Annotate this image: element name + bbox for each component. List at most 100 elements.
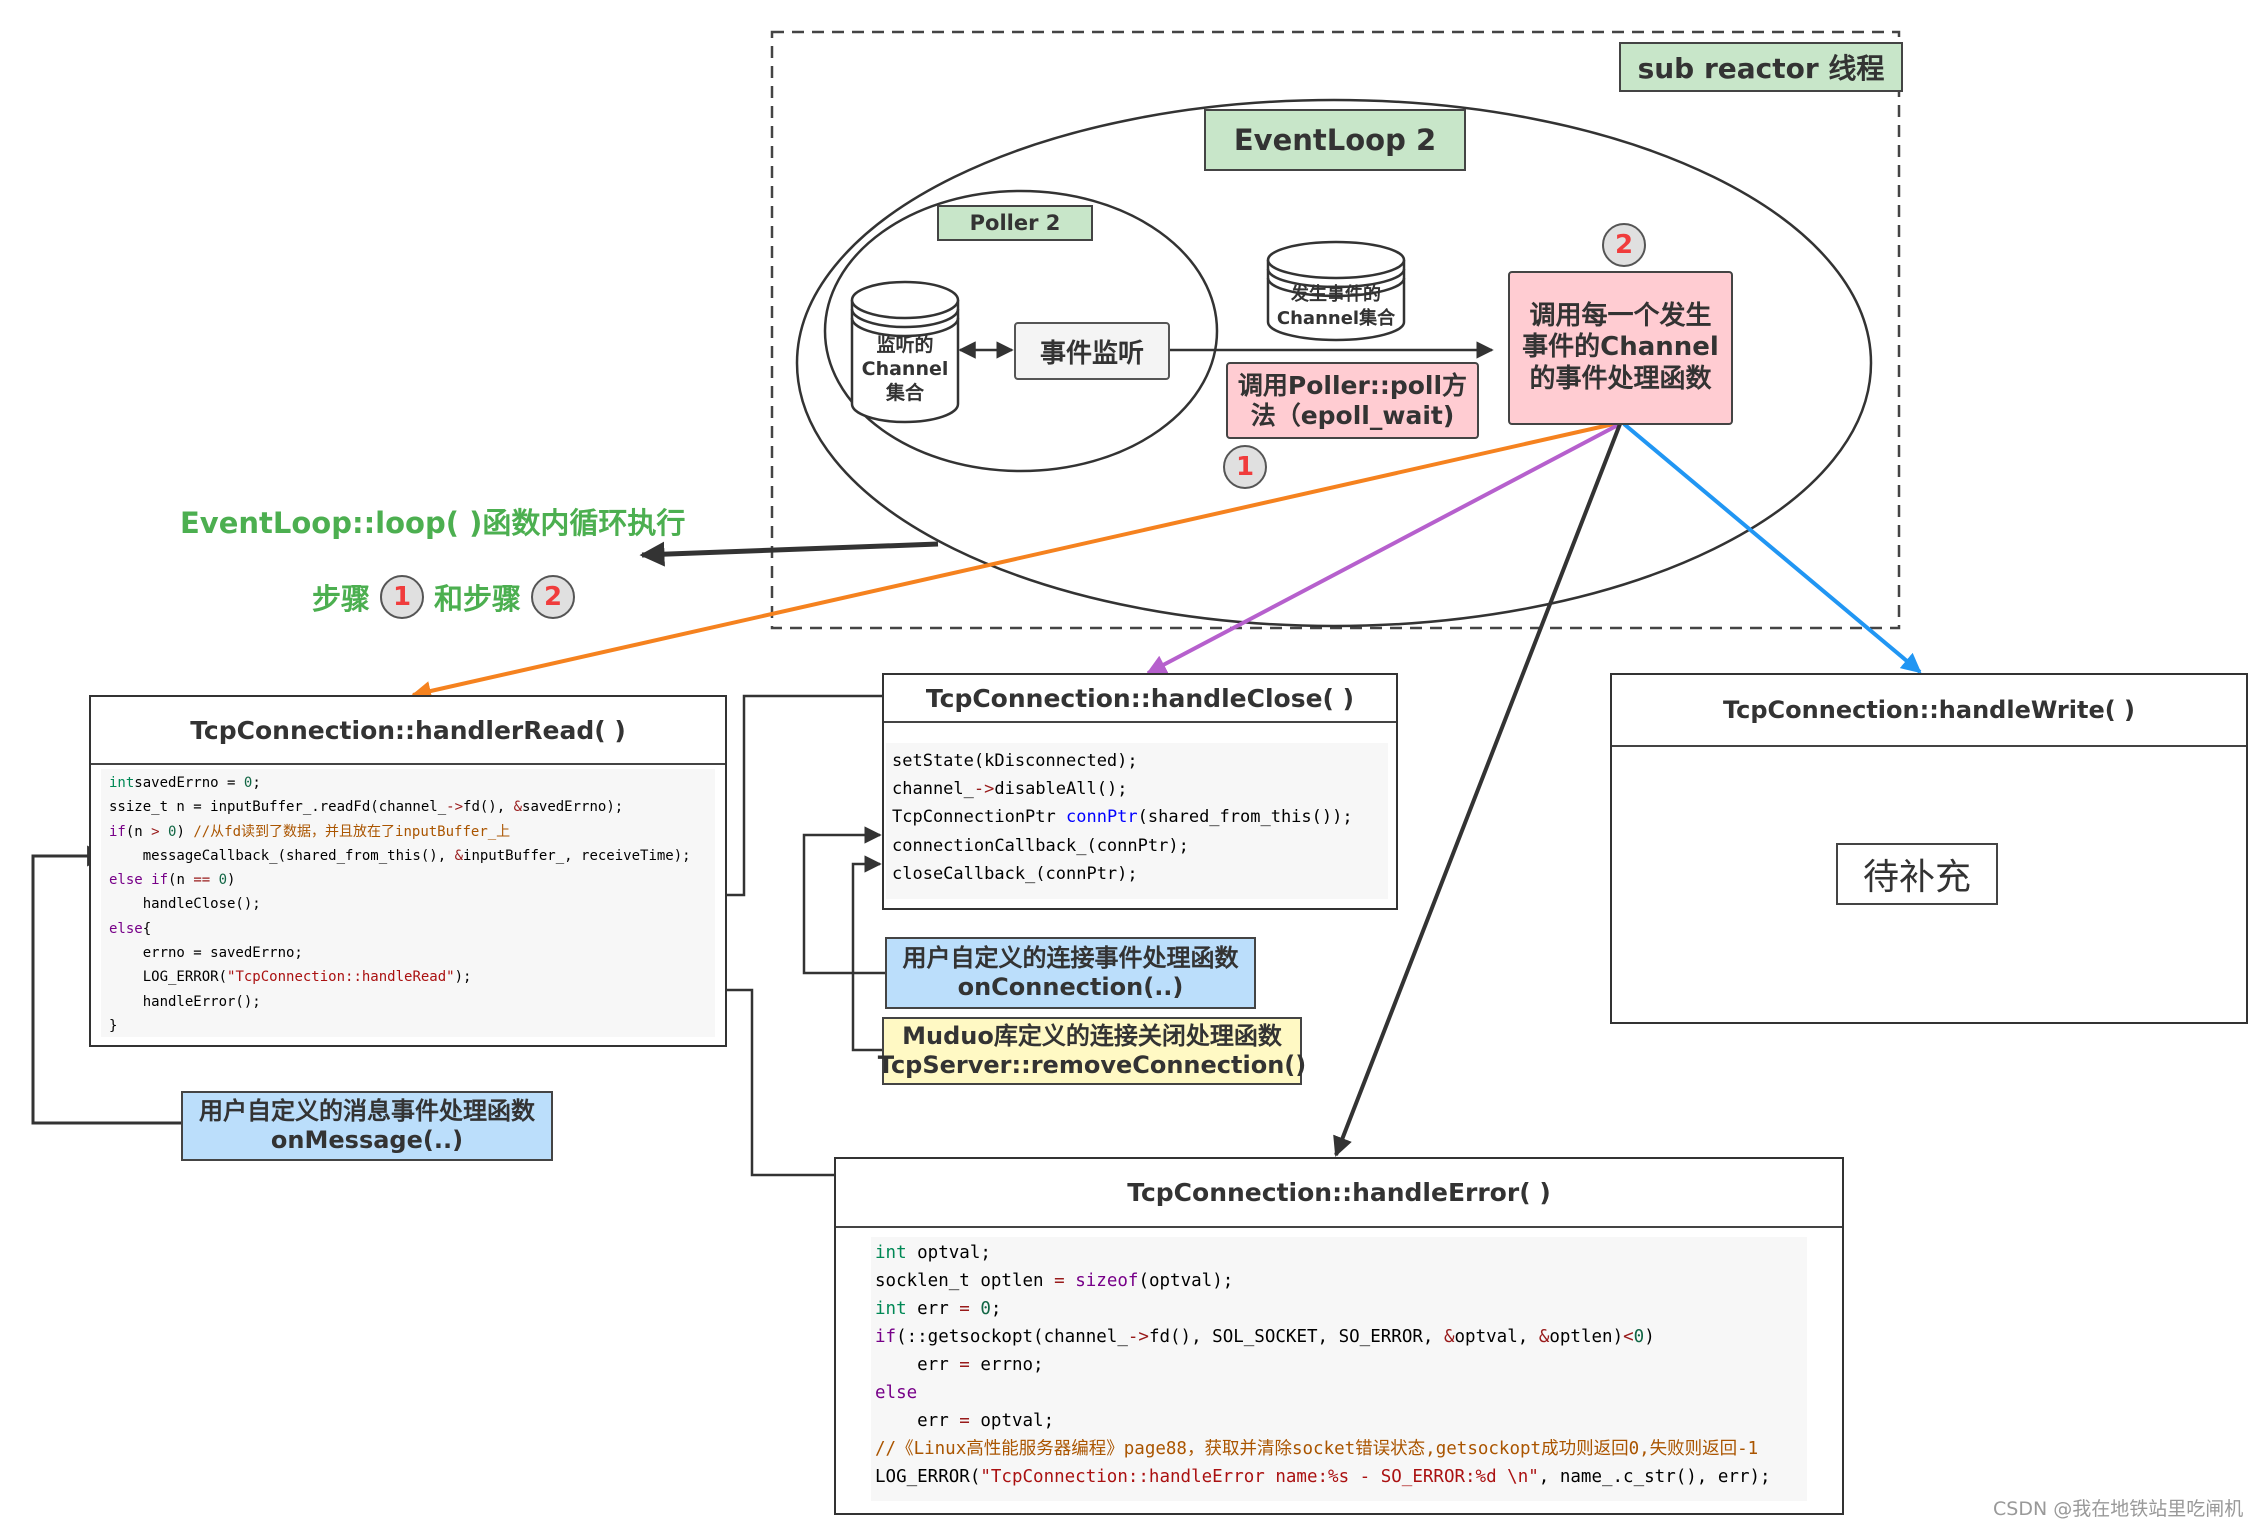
- code-token: errno = savedErrno;: [109, 945, 303, 962]
- handler-read-box: TcpConnection::handlerRead( ) intsavedEr…: [89, 695, 727, 1047]
- handle-close-box: TcpConnection::handleClose( ) setState(k…: [882, 673, 1398, 910]
- code-token: &: [1538, 1327, 1550, 1347]
- code-line: setState(kDisconnected);: [892, 747, 1382, 775]
- code-line: intsavedErrno = 0;: [109, 771, 707, 795]
- loop-step-1-badge: 1: [380, 575, 425, 619]
- code-token: =: [959, 1355, 970, 1375]
- code-token: sizeof: [1064, 1271, 1139, 1291]
- code-token: LOG_ERROR(: [109, 969, 228, 986]
- active-channel-line-2: Channel集合: [1276, 308, 1396, 329]
- code-token: socklen_t optlen: [875, 1271, 1055, 1291]
- handle-events-line-2: 事件的Channel: [1522, 332, 1719, 363]
- on-message-note: 用户自定义的消息事件处理函数 onMessage(..): [181, 1091, 553, 1161]
- code-line: int err = 0;: [875, 1295, 1803, 1323]
- code-line: err = errno;: [875, 1351, 1803, 1379]
- code-token: int: [875, 1299, 907, 1319]
- code-token: 0: [969, 1299, 991, 1319]
- code-token: &: [1443, 1327, 1455, 1347]
- code-token: (::getsockopt(channel_: [896, 1327, 1128, 1347]
- code-token: messageCallback_(shared_from_this(),: [109, 847, 455, 864]
- code-token: (n: [168, 872, 194, 889]
- handle-events-line-3: 的事件处理函数: [1529, 363, 1712, 394]
- code-line: else{: [109, 917, 707, 941]
- code-line: socklen_t optlen = sizeof(optval);: [875, 1267, 1803, 1295]
- code-line: handleClose();: [109, 892, 707, 916]
- code-line: channel_->disableAll();: [892, 775, 1382, 803]
- code-token: ssize_t n = inputBuffer_.readFd(channel_: [109, 799, 447, 816]
- code-token: 0: [1633, 1327, 1645, 1347]
- code-token: ): [227, 872, 236, 889]
- code-token: err: [906, 1299, 960, 1319]
- on-connection-line-1: 用户自定义的连接事件处理函数: [902, 944, 1239, 973]
- code-token: handleError();: [109, 993, 261, 1010]
- code-token: ;: [252, 775, 261, 791]
- code-line: LOG_ERROR("TcpConnection::handleRead");: [109, 965, 707, 989]
- code-line: errno = savedErrno;: [109, 941, 707, 965]
- remove-connection-line-1: Muduo库定义的连接关闭处理函数: [902, 1022, 1282, 1051]
- code-token: TcpConnectionPtr: [892, 807, 1066, 828]
- code-token: =: [959, 1299, 970, 1319]
- connection-callback-connector: [802, 826, 885, 975]
- code-token: 0: [159, 823, 177, 840]
- read-dispatch-arrow: [411, 421, 1619, 701]
- code-token: );: [454, 969, 472, 986]
- code-token: ->: [973, 779, 995, 800]
- code-token: "TcpConnection::handleRead": [227, 969, 455, 986]
- code-token: int: [109, 775, 135, 791]
- handle-write-title: TcpConnection::handleWrite( ): [1612, 675, 2246, 747]
- on-connection-note: 用户自定义的连接事件处理函数 onConnection(..): [885, 937, 1256, 1009]
- eventloop-label: EventLoop 2: [1204, 109, 1466, 171]
- code-token: 0: [243, 775, 253, 791]
- listened-channel-set: 监听的 Channel 集合: [852, 334, 958, 424]
- code-token: ): [1644, 1327, 1655, 1347]
- code-token: "TcpConnection::handleError name:%s - SO…: [980, 1467, 1539, 1487]
- code-token: closeCallback_(connPtr);: [892, 863, 1138, 884]
- code-token: optlen): [1549, 1327, 1624, 1347]
- code-line: }: [109, 1014, 707, 1038]
- code-token: <: [1623, 1327, 1634, 1347]
- on-connection-line-2: onConnection(..): [957, 973, 1184, 1001]
- loop-arrow: [639, 541, 939, 567]
- code-token: }: [109, 1017, 118, 1034]
- poll-call-line-2: 法（epoll_wait): [1250, 400, 1455, 430]
- handle-error-code: int optval; socklen_t optlen = sizeof(opt…: [871, 1237, 1807, 1501]
- code-line: else if(n == 0): [109, 868, 707, 892]
- code-token: LOG_ERROR(: [875, 1467, 981, 1487]
- loop-step-prefix: 步骤: [312, 582, 371, 616]
- code-line: LOG_ERROR("TcpConnection::handleError na…: [875, 1463, 1803, 1491]
- step-1-badge: 1: [1223, 445, 1267, 489]
- code-token: &: [513, 799, 523, 816]
- code-token: =: [959, 1411, 970, 1431]
- code-token: savedErrno =: [134, 775, 244, 791]
- code-token: ->: [1127, 1327, 1149, 1347]
- loop-step-2-badge: 2: [531, 575, 576, 619]
- code-line: if(n > 0) //从fd读到了数据，并且放在了inputBuffer_上: [109, 820, 707, 844]
- handle-error-title: TcpConnection::handleError( ): [836, 1159, 1842, 1228]
- watermark: CSDN @我在地铁站里吃闸机: [1993, 1498, 2244, 1520]
- poll-call-box: 调用Poller::poll方 法（epoll_wait): [1226, 362, 1479, 439]
- code-token: int: [875, 1243, 907, 1263]
- code-token: fd(),: [463, 799, 514, 816]
- code-token: ==: [193, 872, 211, 889]
- code-token: inputBuffer_, receiveTime);: [463, 847, 691, 864]
- handler-read-code: intsavedErrno = 0; ssize_t n = inputBuffe…: [101, 769, 715, 1037]
- code-token: optval;: [906, 1243, 991, 1263]
- code-token: , name_.c_str(), err);: [1538, 1467, 1771, 1487]
- code-line: TcpConnectionPtr connPtr(shared_from_thi…: [892, 803, 1382, 831]
- code-token: connPtr: [1066, 807, 1138, 828]
- code-token: optval,: [1454, 1327, 1539, 1347]
- code-token: (shared_from_this());: [1137, 807, 1353, 828]
- code-line: //《Linux高性能服务器编程》page88，获取并清除socket错误状态,…: [875, 1435, 1803, 1463]
- code-token: =: [1054, 1271, 1065, 1291]
- active-channel-set: 发生事件的 Channel集合: [1262, 284, 1410, 340]
- listened-channel-line-1: 监听的: [876, 334, 934, 356]
- loop-note-steps: 步骤 1 和步骤 2: [312, 572, 576, 622]
- code-line: connectionCallback_(connPtr);: [892, 832, 1382, 860]
- active-channel-line-1: 发生事件的: [1291, 284, 1381, 305]
- code-token: 0: [210, 872, 228, 889]
- code-token: handleClose();: [109, 896, 261, 913]
- code-token: errno;: [969, 1355, 1044, 1375]
- code-token: err: [875, 1355, 960, 1375]
- remove-connection-note: Muduo库定义的连接关闭处理函数 TcpServer::removeConne…: [878, 1017, 1306, 1085]
